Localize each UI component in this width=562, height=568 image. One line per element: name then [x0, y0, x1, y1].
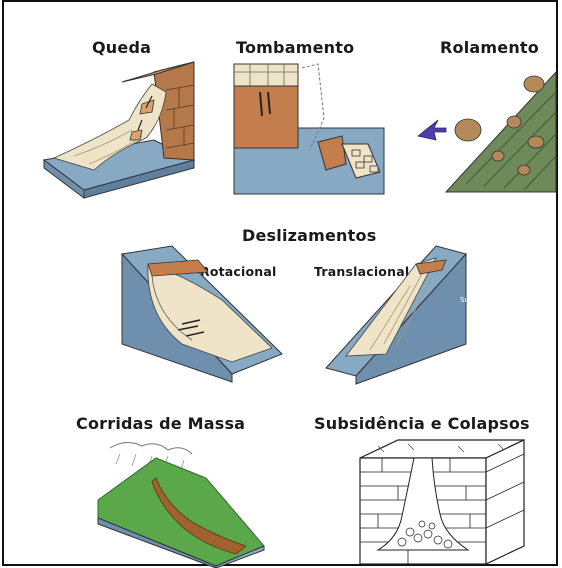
title-corridas-de-massa: Corridas de Massa — [76, 414, 246, 433]
title-subsidencia-e-colapsos: Subsidência e Colapsos — [314, 414, 530, 433]
title-deslizamentos: Deslizamentos — [242, 226, 377, 245]
subsidencia-illustration — [359, 439, 525, 565]
tombamento-illustration — [233, 63, 385, 195]
rolamento-illustration — [417, 70, 557, 193]
corridas-illustration — [97, 442, 265, 568]
label-rotacional: Rotacional — [200, 264, 277, 279]
translacional-illustration — [325, 245, 467, 385]
rotacional-illustration — [121, 245, 283, 383]
queda-illustration — [42, 61, 196, 199]
title-queda: Queda — [92, 38, 152, 57]
title-rolamento: Rolamento — [440, 38, 539, 57]
title-tombamento: Tombamento — [236, 38, 355, 57]
label-superficie-de-ruptura: Superfície de ruptura — [460, 296, 539, 304]
label-translacional: Translacional — [314, 264, 410, 279]
